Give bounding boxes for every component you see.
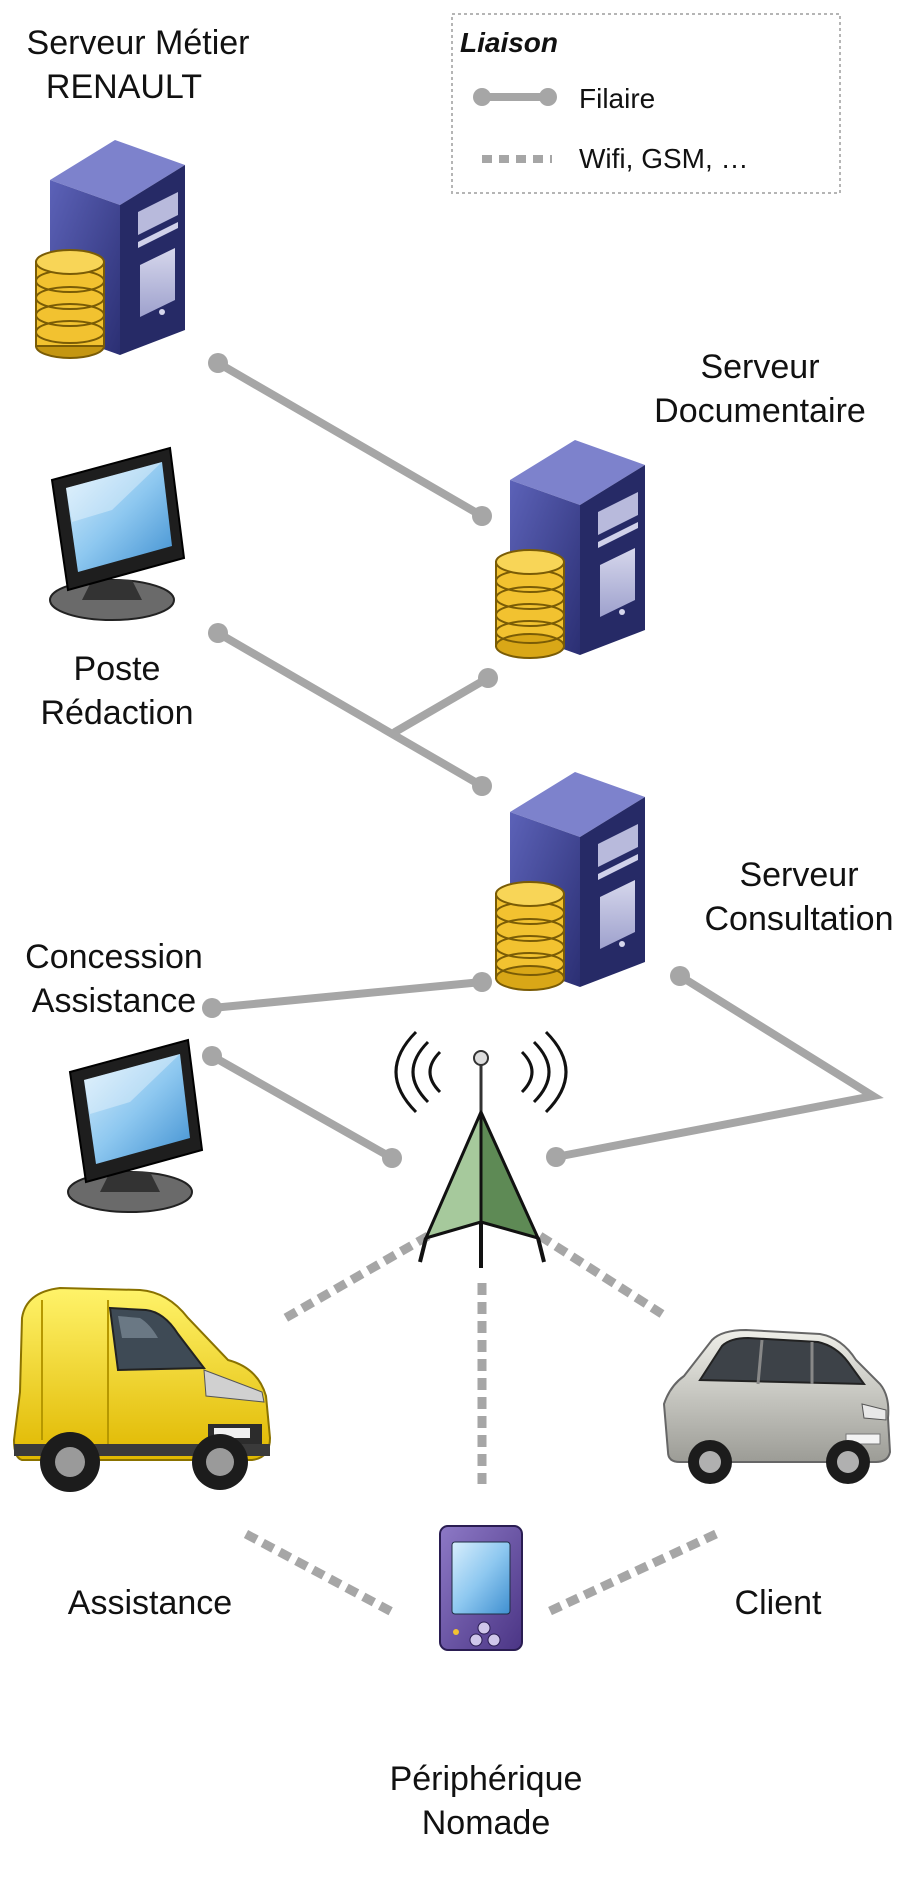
label-serveur-documentaire-line2: Documentaire (654, 392, 866, 430)
label-serveur-consultation-line2: Consultation (704, 900, 893, 938)
link-concession-antenna (208, 1052, 396, 1162)
wireless-antenna-assistance (279, 1232, 431, 1324)
link-redaction-consultation (214, 629, 486, 790)
legend-item-filaire: Filaire (579, 83, 655, 114)
label-poste-redaction-line1: Poste (74, 650, 161, 688)
label-concession-assistance-line1: Concession (25, 938, 203, 976)
wired-links (208, 359, 884, 1162)
legend-title: Liaison (460, 27, 558, 58)
label-poste-redaction-line2: Rédaction (40, 694, 193, 732)
legend-item-wifi: Wifi, GSM, … (579, 143, 749, 174)
car-icon (662, 1328, 892, 1484)
legend: Liaison Filaire Wifi, GSM, … (451, 13, 841, 194)
link-concession-consultation (208, 978, 486, 1012)
label-client: Client (735, 1584, 822, 1622)
link-consultation-antenna (552, 972, 884, 1161)
label-serveur-metier-line2: RENAULT (46, 68, 202, 106)
server-metier-icon (35, 140, 185, 359)
label-serveur-metier-line1: Serveur Métier (27, 24, 250, 62)
wireless-antenna-client (537, 1232, 665, 1318)
link-metier-documentaire (214, 359, 486, 520)
wireless-client-peripherique (546, 1529, 718, 1617)
label-concession-assistance-line2: Assistance (32, 982, 196, 1020)
label-assistance: Assistance (68, 1584, 232, 1622)
antenna-icon (394, 1030, 568, 1268)
label-serveur-documentaire-line1: Serveur (700, 348, 819, 386)
server-documentaire-icon (495, 440, 645, 659)
monitor-redaction-icon (49, 446, 186, 621)
legend-box (451, 13, 841, 194)
server-consultation-icon (495, 772, 645, 991)
monitor-concession-icon (67, 1038, 204, 1213)
database-icon (495, 881, 565, 991)
label-peripherique-line1: Périphérique (390, 1760, 583, 1798)
wireless-assistance-peripherique (243, 1530, 395, 1616)
pda-icon (439, 1525, 523, 1651)
database-icon (35, 249, 105, 359)
database-icon (495, 549, 565, 659)
van-icon (12, 1286, 272, 1492)
legend-solid-swatch (473, 88, 557, 106)
wired-link-endpoints (202, 353, 690, 1168)
link-branch-documentaire (391, 674, 492, 736)
label-serveur-consultation-line1: Serveur (739, 856, 858, 894)
signal-waves-icon (394, 1030, 568, 1114)
wireless-links (243, 1232, 718, 1617)
label-peripherique-line2: Nomade (422, 1804, 551, 1842)
